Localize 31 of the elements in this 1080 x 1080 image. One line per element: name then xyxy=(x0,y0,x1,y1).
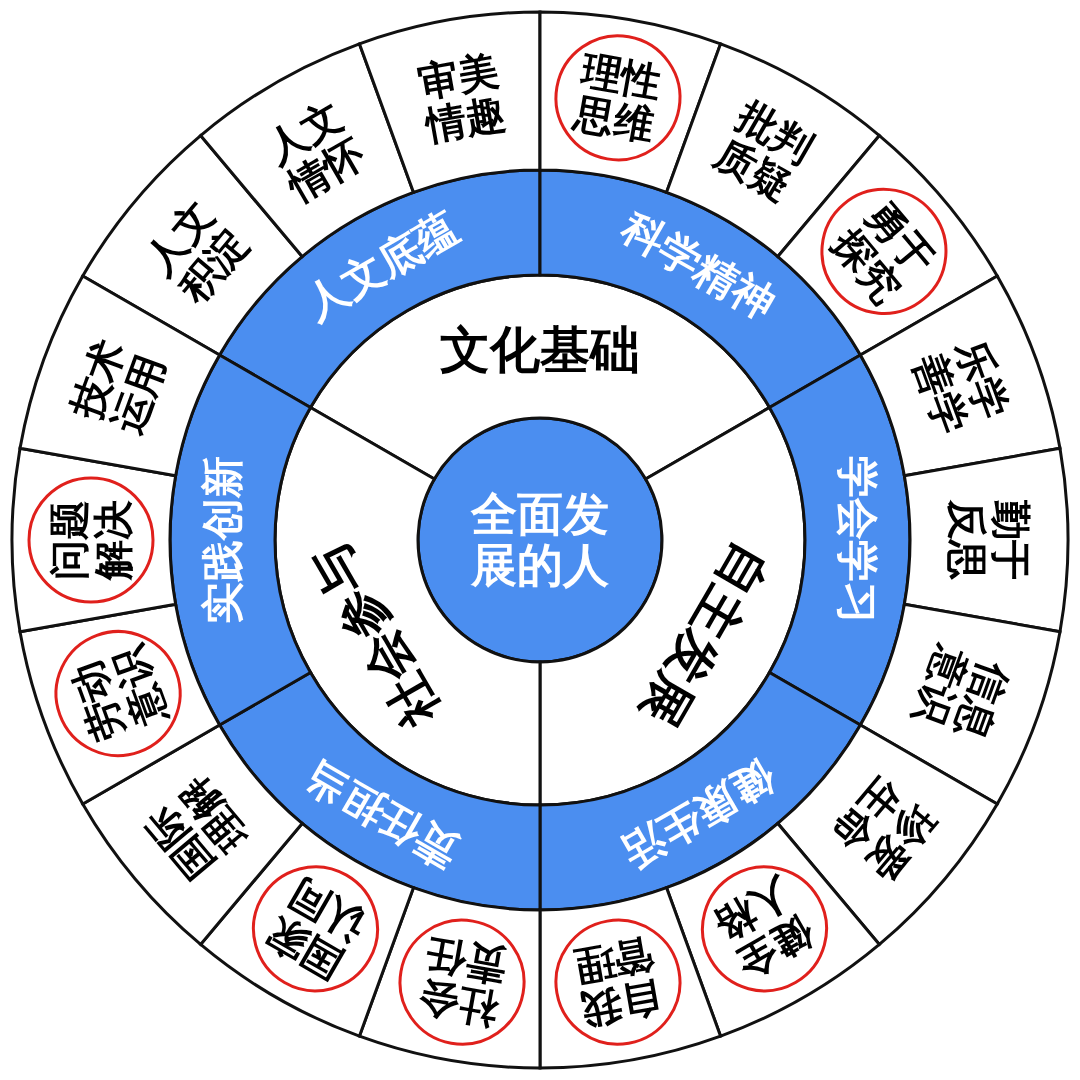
sector-label: 国家认同 xyxy=(258,870,373,987)
sector-label: 人文积淀 xyxy=(136,192,256,311)
sector-label: 勇于探究 xyxy=(824,192,944,311)
highlight-circle xyxy=(701,865,828,993)
highlight-circle xyxy=(398,918,526,1046)
sector-label: 理性思维 xyxy=(570,47,665,149)
sector-label: 勤于反思 xyxy=(945,500,1033,580)
sector-label: 社会责任 xyxy=(415,931,510,1033)
sector-label: 健全人格 xyxy=(707,870,822,987)
sector-label: 自我管理 xyxy=(570,931,665,1033)
sector-label: 文化基础 xyxy=(439,322,641,378)
sector-label: 全面发展的人 xyxy=(471,489,609,591)
sector-label: 国际理解 xyxy=(136,769,256,888)
highlight-circle xyxy=(27,476,155,604)
sector-label: 问题解决 xyxy=(47,500,135,580)
highlight-circle xyxy=(54,630,182,757)
sector-label: 审美情趣 xyxy=(415,47,510,149)
sector-label: 学会学习 xyxy=(833,455,881,626)
sector-label: 珍爱生命 xyxy=(824,769,944,888)
sector-label: 人文情怀 xyxy=(258,93,373,210)
highlight-circle xyxy=(554,34,682,162)
sector-label: 实践创新 xyxy=(199,455,247,626)
sector-label: 乐学善学 xyxy=(906,333,1017,440)
sector-label: 社会参与 xyxy=(298,533,452,739)
highlight-circle xyxy=(554,918,682,1046)
sector-label: 自主发展 xyxy=(628,533,782,739)
sector-label: 劳动意识 xyxy=(63,640,174,747)
sector-label: 信息意识 xyxy=(906,640,1017,747)
sector-label: 批判质疑 xyxy=(707,93,822,210)
sector-label: 技术运用 xyxy=(63,333,174,440)
highlight-circle xyxy=(252,865,379,993)
